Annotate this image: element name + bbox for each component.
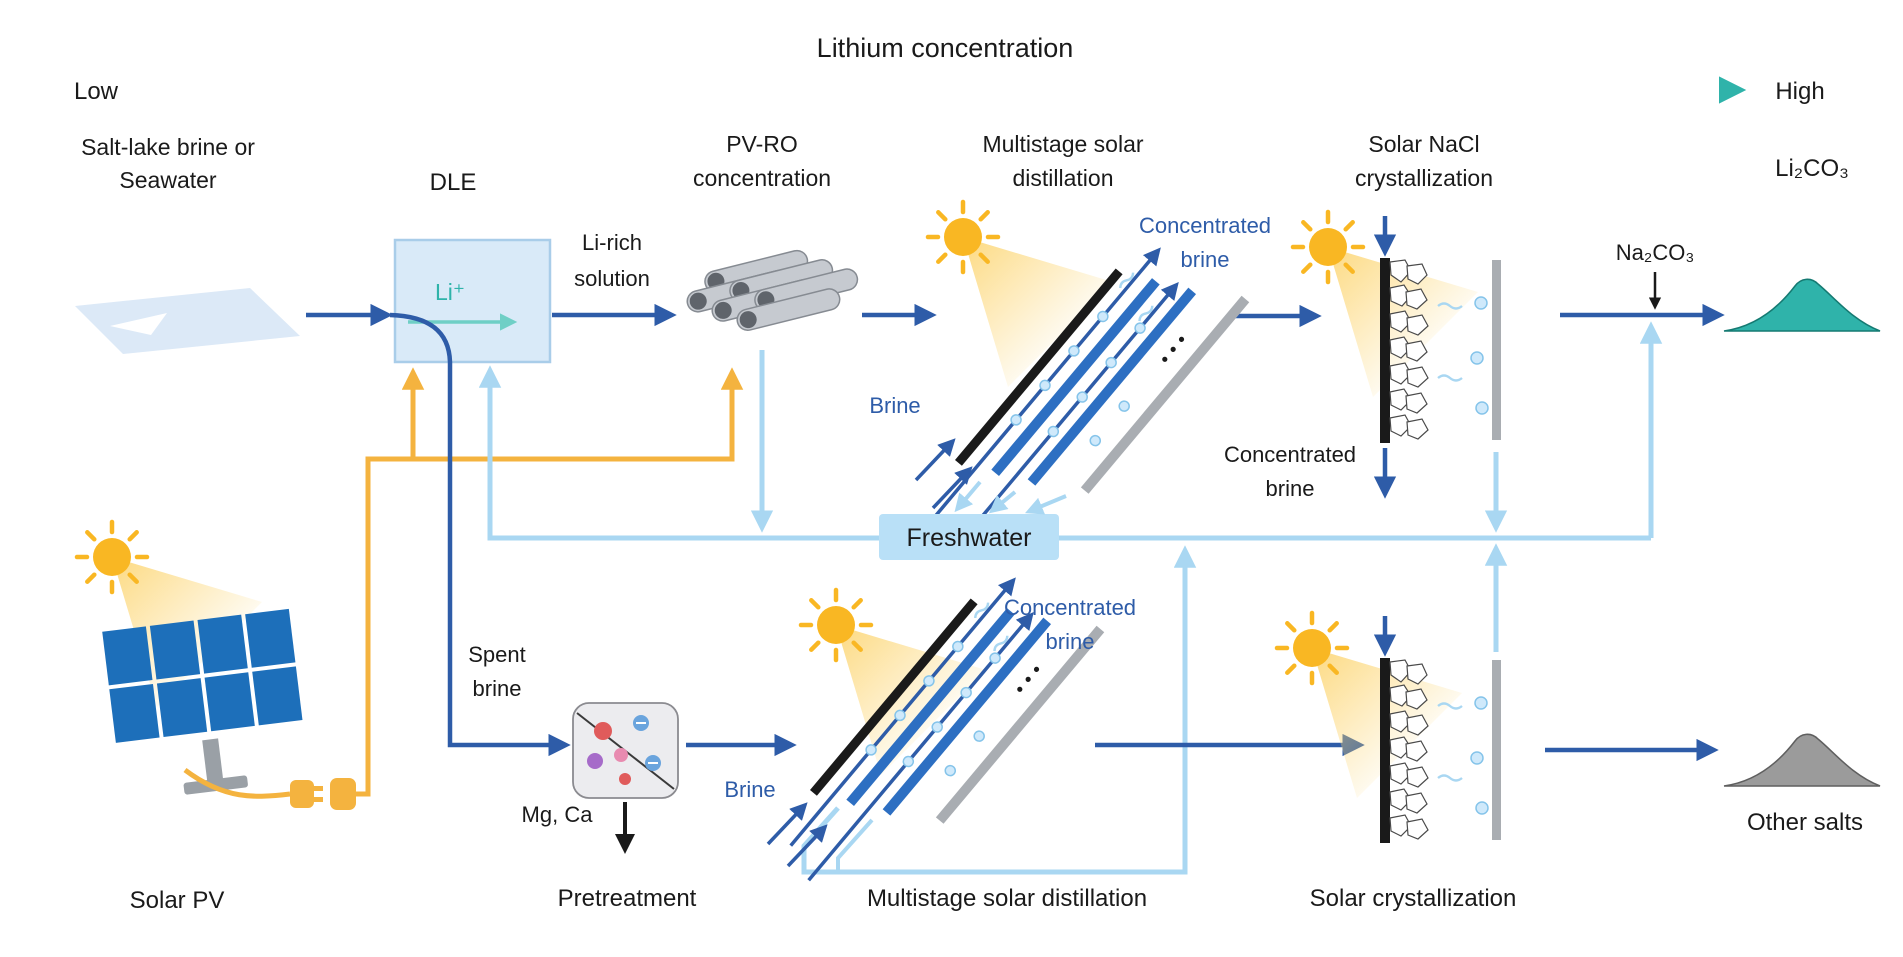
spent-brine-label: Spent bbox=[468, 642, 526, 667]
axis-low-label: Low bbox=[74, 78, 119, 105]
pv-cells bbox=[102, 608, 303, 743]
concentrated-brine-label-nacl: brine bbox=[1266, 476, 1315, 501]
ion-particles bbox=[587, 715, 661, 785]
freshwater-loop-branch bbox=[836, 818, 874, 872]
label-distillation-bottom: Multistage solar distillation bbox=[867, 885, 1147, 912]
freshwater-label: Freshwater bbox=[906, 524, 1031, 552]
header-dle: DLE bbox=[430, 169, 477, 196]
freshwater-box bbox=[879, 514, 1059, 560]
dle-box bbox=[393, 238, 552, 364]
pretreatment-vessel bbox=[572, 702, 679, 799]
li-rich-label: Li-rich bbox=[582, 230, 642, 255]
water-highlight bbox=[110, 313, 167, 335]
li2co3-pile bbox=[1723, 278, 1881, 332]
header-distillation: distillation bbox=[1013, 165, 1114, 191]
freshwater-line-to-dle bbox=[478, 365, 1651, 541]
axis-high-label: High bbox=[1775, 78, 1824, 105]
spent-brine-label: brine bbox=[473, 676, 522, 701]
brine-source-shape bbox=[75, 288, 300, 354]
mg-ca-label: Mg, Ca bbox=[522, 802, 594, 827]
label-solar-pv: Solar PV bbox=[130, 887, 225, 914]
brine-label-top: Brine bbox=[869, 393, 920, 418]
axis-title: Lithium concentration bbox=[817, 33, 1074, 63]
header-source: Seawater bbox=[119, 167, 217, 193]
header-source: Salt-lake brine or bbox=[81, 134, 255, 160]
header-pvro: concentration bbox=[693, 165, 831, 191]
freshwater-drain-arrow bbox=[1025, 494, 1067, 515]
brine-feed-arrow-top bbox=[914, 438, 956, 482]
spent-brine-line bbox=[389, 312, 571, 757]
brine-feed-arrow-top bbox=[931, 466, 973, 510]
pvro-membrane-bundle bbox=[684, 247, 861, 334]
plug-icon bbox=[290, 778, 356, 810]
brine-feed-arrow-bottom bbox=[786, 824, 828, 868]
freshwater-drain-arrow bbox=[954, 480, 982, 513]
concentrated-brine-label-top: brine bbox=[1181, 247, 1230, 272]
power-line-to-pvro bbox=[356, 367, 744, 797]
li-rich-label: solution bbox=[574, 266, 650, 291]
brine-label-bottom: Brine bbox=[724, 777, 775, 802]
header-product-li2co3: Li₂CO₃ bbox=[1775, 155, 1849, 182]
bottom-crystallizer bbox=[1378, 656, 1503, 845]
freshwater-drain-arrow bbox=[988, 490, 1017, 514]
brine-feed-arrow-bottom bbox=[766, 802, 808, 846]
concentrated-brine-label-bottom: Concentrated bbox=[1004, 595, 1136, 620]
header-nacl-crystallization: crystallization bbox=[1355, 165, 1493, 191]
header-nacl-crystallization: Solar NaCl bbox=[1368, 131, 1479, 157]
label-solar-crystallization: Solar crystallization bbox=[1310, 885, 1517, 912]
label-other-salts: Other salts bbox=[1747, 809, 1863, 836]
concentrated-brine-label-bottom: brine bbox=[1046, 629, 1095, 654]
solar-pv-panel bbox=[102, 608, 303, 795]
header-pvro: PV-RO bbox=[726, 131, 798, 157]
header-distillation: Multistage solar bbox=[982, 131, 1143, 157]
na2co3-label: Na₂CO₃ bbox=[1616, 240, 1695, 265]
other-salts-pile bbox=[1723, 733, 1881, 787]
sun-icon bbox=[1277, 613, 1462, 798]
label-pretreatment: Pretreatment bbox=[558, 885, 697, 912]
power-cable bbox=[183, 767, 291, 799]
lithium-ion-label: Li⁺ bbox=[435, 279, 465, 305]
concentrated-brine-label-top: Concentrated bbox=[1139, 213, 1271, 238]
concentrated-brine-label-nacl: Concentrated bbox=[1224, 442, 1356, 467]
